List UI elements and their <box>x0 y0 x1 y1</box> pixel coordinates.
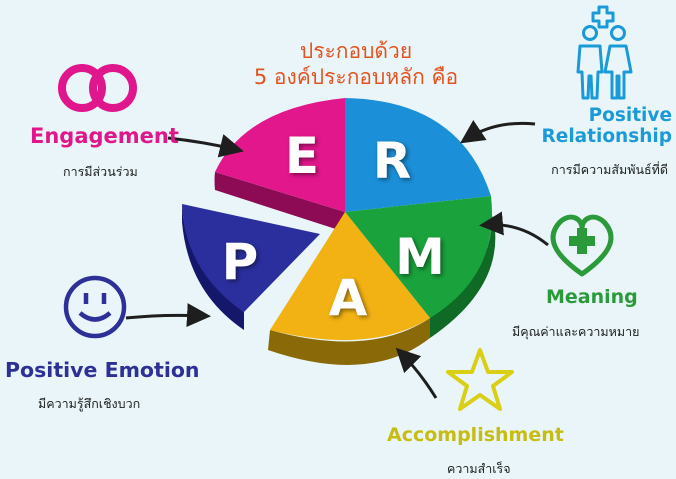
accomplishment-label: Accomplishment <box>387 424 564 446</box>
relationship-label-line1: Positive <box>588 105 672 126</box>
relationship-label-line2: Relationship <box>541 126 672 147</box>
relationship-thai: การมีความสัมพันธ์ที่ดี <box>551 162 668 177</box>
title-line2: 5 องค์ประกอบหลัก คือ <box>253 65 459 89</box>
engagement-arrow <box>167 134 244 158</box>
couple-icon <box>576 5 633 100</box>
positive-emotion-side <box>182 204 244 330</box>
arrows <box>125 120 549 399</box>
positive-emotion-arrow <box>125 303 211 328</box>
meaning-arrow <box>479 211 549 247</box>
meaning-label: Meaning <box>546 286 638 308</box>
relationship-slice <box>345 98 491 212</box>
engagement-slice <box>215 98 345 212</box>
pie-slices <box>182 98 493 341</box>
meaning-slice <box>345 196 493 318</box>
letter-p: P <box>221 233 259 291</box>
relationship-label: Positive Relationship <box>542 105 672 147</box>
title-line1: ประกอบด้วย <box>299 39 413 63</box>
meaning-thai: มีคุณค่าและความหมาย <box>512 324 640 339</box>
letter-r: R <box>372 132 412 190</box>
accomplishment-side <box>268 318 430 365</box>
title: ประกอบด้วย 5 องค์ประกอบหลัก คือ <box>226 38 486 90</box>
smiley-face-icon <box>63 275 127 339</box>
engagement-label: Engagement <box>30 124 179 148</box>
positive-emotion-label: Positive Emotion <box>5 358 200 382</box>
letter-a: A <box>328 269 368 327</box>
accomplishment-thai: ความสำเร็จ <box>447 461 511 476</box>
relationship-arrow <box>460 120 536 144</box>
interlocking-rings-icon <box>58 64 137 112</box>
engagement-side <box>214 172 345 232</box>
positive-emotion-slice <box>182 204 320 312</box>
engagement-thai: การมีส่วนร่วม <box>63 164 138 179</box>
letter-e: E <box>284 127 320 185</box>
letter-m: M <box>395 228 445 286</box>
star-icon <box>446 348 514 411</box>
accomplishment-arrow <box>395 347 438 399</box>
accomplishment-slice <box>270 212 430 341</box>
positive-emotion-thai: มีความรู้สึกเชิงบวก <box>38 396 141 411</box>
heart-plus-icon <box>550 214 614 277</box>
